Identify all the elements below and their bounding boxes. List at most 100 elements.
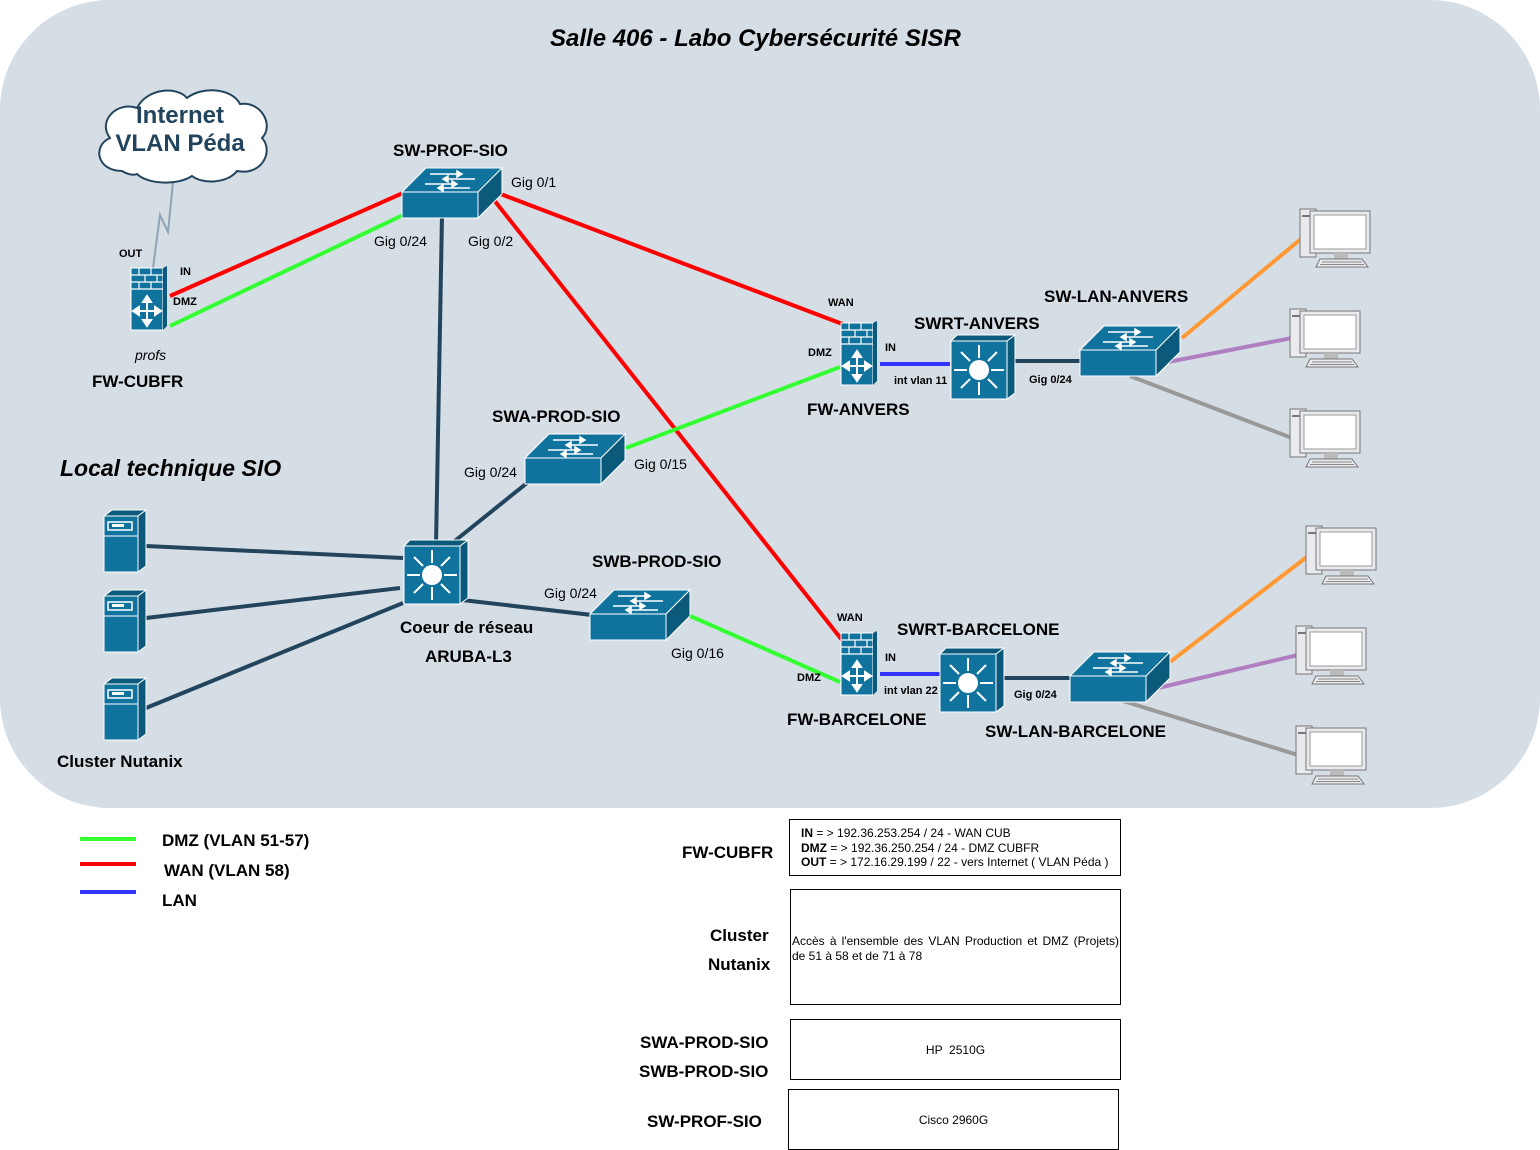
firewall-fw-barcelone[interactable] — [839, 631, 879, 697]
pc-barcelone-2[interactable] — [1294, 624, 1368, 686]
port-label-barcelone-in: IN — [885, 652, 896, 664]
sw-prof-sio-label: SW-PROF-SIO — [393, 141, 508, 160]
link-swprof-core — [434, 214, 444, 546]
info-fw-cubfr-label: FW-CUBFR — [682, 843, 774, 862]
port-label-dmz: DMZ — [173, 296, 197, 308]
computer-icon — [1289, 308, 1361, 368]
info-fw-cubfr-box: IN = > 192.36.253.254 / 24 - WAN CUB DMZ… — [789, 819, 1121, 876]
port-label-swa-gig015: Gig 0/15 — [634, 456, 687, 472]
firewall-icon — [130, 266, 167, 331]
link-pc-barcelone-3 — [1119, 698, 1299, 757]
server-nutanix-1[interactable] — [102, 508, 148, 574]
link-pc-anvers-1 — [1180, 236, 1304, 340]
core-switch-aruba-l3[interactable] — [402, 538, 470, 606]
fw-cubfr-sublabel: profs — [135, 347, 167, 363]
fw-cubfr-label: FW-CUBFR — [92, 372, 184, 391]
port-label-swb-gig016: Gig 0/16 — [671, 645, 724, 661]
port-label-barcelone-dmz: DMZ — [797, 672, 821, 684]
info-prod-label-2: SWB-PROD-SIO — [639, 1062, 769, 1081]
port-label-anvers-in: IN — [885, 342, 896, 354]
switch-icon — [400, 166, 504, 220]
info-line-out: OUT = > 172.16.29.199 / 22 - vers Intern… — [801, 855, 1109, 869]
port-label-gig024: Gig 0/24 — [374, 233, 427, 249]
switch-icon — [588, 588, 692, 642]
firewall-fw-cubfr[interactable] — [129, 266, 169, 332]
info-cluster-box: Accès à l'ensemble des VLAN Production e… — [790, 889, 1121, 1005]
port-label-in: IN — [180, 266, 191, 278]
info-prod-text: HP 2510G — [925, 1043, 986, 1057]
port-label-swa-gig024: Gig 0/24 — [464, 464, 517, 480]
computer-icon — [1295, 725, 1367, 785]
server-nutanix-3[interactable] — [102, 676, 148, 742]
computer-icon — [1289, 408, 1361, 468]
pc-anvers-2[interactable] — [1288, 307, 1362, 369]
info-prod-label-1: SWA-PROD-SIO — [640, 1033, 769, 1052]
port-label-gig01: Gig 0/1 — [511, 174, 557, 190]
router-switch-swrt-anvers[interactable] — [949, 333, 1017, 401]
swrt-anvers-label: SWRT-ANVERS — [914, 314, 1040, 333]
pc-anvers-1[interactable] — [1298, 207, 1372, 269]
legend-swatch-wan — [80, 862, 136, 866]
l3-switch-icon — [949, 334, 1017, 400]
info-sw-prof-text: Cisco 2960G — [918, 1113, 989, 1127]
link-core-swb — [461, 598, 593, 617]
server-icon — [102, 677, 148, 741]
computer-icon — [1295, 625, 1367, 685]
fw-anvers-label: FW-ANVERS — [807, 400, 910, 419]
info-cluster-label-1: Cluster — [710, 926, 769, 945]
port-label-swrt-anvers-gig024: Gig 0/24 — [1029, 374, 1072, 386]
info-sw-prof-label: SW-PROF-SIO — [647, 1112, 762, 1131]
switch-icon — [523, 432, 627, 486]
link-dmz-barcelone — [687, 613, 841, 684]
info-line-dmz: DMZ = > 192.36.250.254 / 24 - DMZ CUBFR — [801, 840, 1040, 855]
link-wan-anvers — [497, 191, 846, 327]
port-label-swb-gig024: Gig 0/24 — [544, 585, 597, 601]
l3-switch-icon — [938, 647, 1006, 713]
port-label-gig02: Gig 0/2 — [468, 233, 514, 249]
link-dmz-anvers — [625, 365, 841, 450]
sw-lan-barcelone-label: SW-LAN-BARCELONE — [985, 722, 1166, 741]
link-wan-fwcubfr — [169, 191, 404, 298]
info-cluster-text: Accès à l'ensemble des VLAN Production e… — [792, 934, 1119, 963]
firewall-icon — [840, 631, 877, 696]
link-dmz-fwcubfr — [169, 213, 404, 328]
info-sw-prof-box: Cisco 2960G — [788, 1089, 1119, 1150]
legend-label-wan: WAN (VLAN 58) — [164, 861, 290, 880]
pc-barcelone-3[interactable] — [1294, 724, 1368, 786]
server-icon — [102, 509, 148, 573]
port-label-anvers-dmz: DMZ — [808, 347, 832, 359]
pc-barcelone-1[interactable] — [1304, 524, 1378, 586]
swb-prod-sio-label: SWB-PROD-SIO — [592, 552, 722, 571]
computer-icon — [1305, 525, 1377, 585]
port-label-anvers-wan: WAN — [828, 297, 854, 309]
firewall-fw-anvers[interactable] — [839, 321, 879, 387]
port-label-anvers-vlan: int vlan 11 — [894, 375, 948, 387]
switch-sw-lan-barcelone[interactable] — [1068, 650, 1172, 704]
internet-cloud: Internet VLAN Péda — [92, 86, 274, 186]
switch-swb-prod-sio[interactable] — [588, 588, 692, 642]
link-pc-barcelone-1 — [1168, 554, 1310, 664]
cloud-label-1: Internet — [135, 102, 224, 129]
fw-barcelone-label: FW-BARCELONE — [787, 710, 927, 729]
link-pc-anvers-2 — [1167, 336, 1293, 364]
switch-sw-prof-sio[interactable] — [400, 166, 504, 220]
link-server3-core — [145, 601, 404, 710]
switch-swa-prod-sio[interactable] — [523, 432, 627, 486]
legend-label-lan: LAN — [162, 891, 197, 910]
switch-icon — [1068, 650, 1172, 704]
diagram-title: Salle 406 - Labo Cybersécurité SISR — [550, 25, 961, 52]
link-server2-core — [145, 586, 401, 620]
swrt-barcelone-label: SWRT-BARCELONE — [897, 620, 1060, 639]
server-nutanix-2[interactable] — [102, 588, 148, 654]
pc-anvers-3[interactable] — [1288, 407, 1362, 469]
link-core-swa — [444, 481, 529, 550]
info-line-in: IN = > 192.36.253.254 / 24 - WAN CUB — [801, 826, 1011, 840]
info-cluster-label-2: Nutanix — [708, 955, 771, 974]
router-switch-swrt-barcelone[interactable] — [938, 646, 1006, 714]
legend-swatch-dmz — [80, 837, 136, 841]
section-local-technique: Local technique SIO — [60, 455, 282, 481]
switch-sw-lan-anvers[interactable] — [1078, 324, 1182, 378]
swa-prod-sio-label: SWA-PROD-SIO — [492, 407, 621, 426]
link-server1-core — [145, 544, 404, 560]
